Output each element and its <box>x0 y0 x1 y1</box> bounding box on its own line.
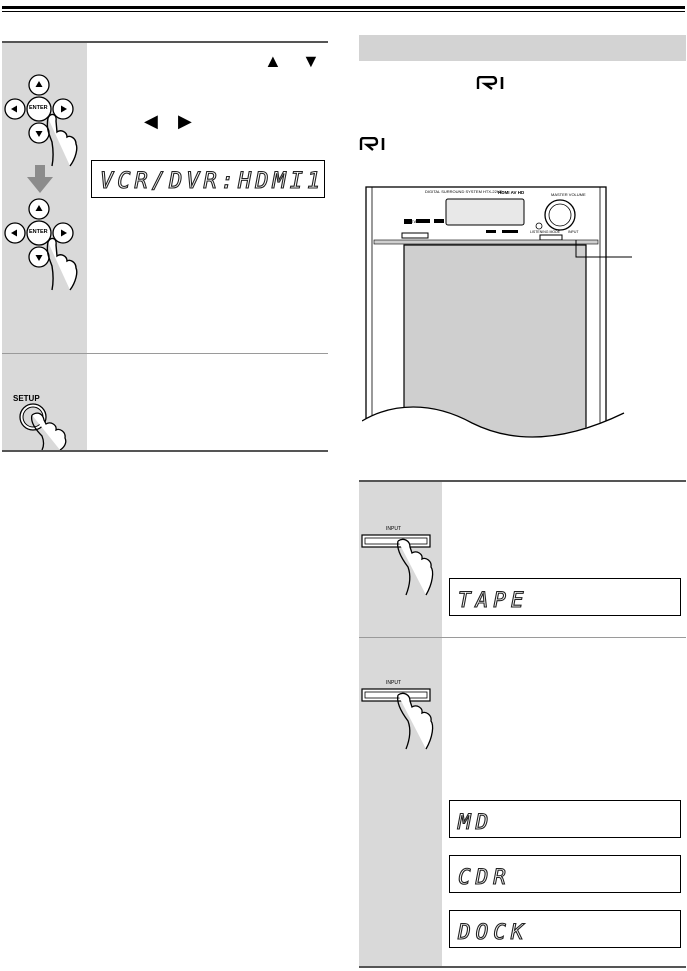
setup-button-illustration <box>10 402 86 451</box>
header-rule-thin <box>2 11 685 12</box>
step-divider <box>2 353 328 354</box>
input-button-illustration <box>360 687 440 751</box>
header-rule-thick <box>2 6 685 9</box>
receiver-listening-mode-label: LISTENING MODE <box>530 230 560 234</box>
input-step-table-bottom-rule <box>359 966 686 968</box>
remote-cursor-pad <box>4 196 86 292</box>
input-step-divider <box>359 637 686 638</box>
setup-button-label: SETUP <box>13 394 40 403</box>
display-text: TAPE <box>457 587 529 612</box>
receiver-hdmi-badge: HDMI AV HD <box>498 190 525 195</box>
display-text: MD <box>457 809 494 834</box>
receiver-volume-label: MASTER VOLUME <box>551 192 586 197</box>
down-arrow-icon: ▼ <box>302 51 320 71</box>
input-button-label: INPUT <box>386 680 401 686</box>
remote-cursor-pad <box>4 72 86 168</box>
step-4-illustration-panel <box>2 354 87 450</box>
input-button-illustration <box>360 533 440 597</box>
arrow-down-icon <box>27 165 53 193</box>
display-panel-hdmi: VCR/DVR:HDMI1 <box>91 160 325 198</box>
display-text: CDR <box>457 864 511 889</box>
step-3-illustration-panel <box>2 43 87 353</box>
input-button-label: INPUT <box>386 526 401 532</box>
step-table-top-rule <box>2 41 328 43</box>
enter-button-label: ENTER <box>29 105 48 111</box>
left-arrow-icon: ◀ <box>144 111 158 131</box>
ri-logo-icon: RI <box>476 75 508 90</box>
step-table-bottom-rule <box>2 450 328 452</box>
ri-logo-icon <box>359 136 387 151</box>
input-step-table-top-rule <box>359 480 686 482</box>
right-arrow-icon: ▶ <box>178 111 192 131</box>
display-text: DOCK <box>457 919 529 944</box>
receiver-standby-label: STANDBY <box>409 219 428 224</box>
display-panel-md: MD <box>449 800 681 838</box>
display-panel-dock: DOCK <box>449 910 681 948</box>
receiver-model-text: DIGITAL SURROUND SYSTEM HTX-22HD <box>425 189 503 194</box>
enter-button-label: ENTER <box>29 229 48 235</box>
display-text: VCR/DVR:HDMI1 <box>99 168 325 194</box>
display-panel-tape: TAPE <box>449 578 681 616</box>
receiver-input-label: INPUT <box>568 230 579 234</box>
display-panel-cdr: CDR <box>449 855 681 893</box>
section-heading-bar <box>359 35 686 61</box>
up-arrow-icon: ▲ <box>264 51 282 71</box>
receiver-front-panel-illustration <box>361 185 637 448</box>
